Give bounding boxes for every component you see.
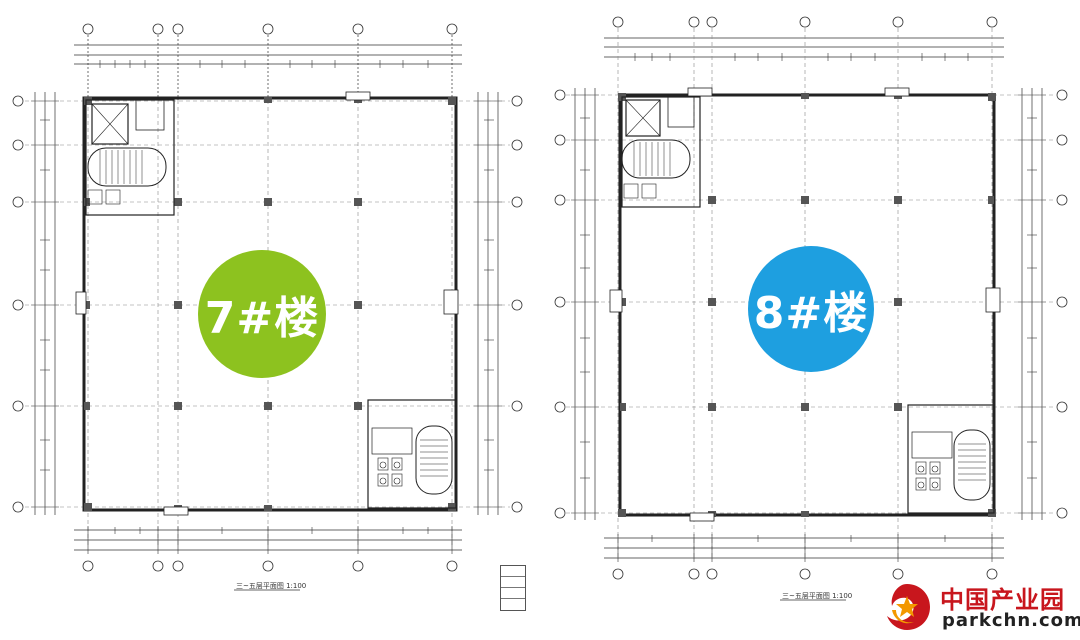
logo-domain: parkchn.com bbox=[942, 610, 1080, 631]
plan-7-stair-core-top bbox=[85, 99, 175, 216]
plan-7 bbox=[12, 23, 523, 591]
building-8-badge: 8#楼 bbox=[748, 246, 874, 372]
plan-8-title: 三~五层平面图 1:100 bbox=[782, 592, 853, 600]
plan-7-axis-bubbles-right bbox=[511, 95, 523, 513]
logo-name-cn: 中国产业园 bbox=[940, 586, 1065, 614]
plan-8-stair-core-bottom bbox=[907, 404, 995, 514]
plan-7-axis-bubbles-left bbox=[12, 95, 24, 513]
plan-8-axis-bubbles-left bbox=[554, 89, 566, 519]
plan-7-title: 三~五层平面图 1:100 bbox=[236, 582, 307, 590]
plan-8-axis-bubbles-right bbox=[1056, 89, 1068, 519]
building-7-badge: 7#楼 bbox=[198, 250, 326, 378]
plan-8-axis-bubbles-top bbox=[612, 16, 998, 28]
plan-7-axis-bubbles-bottom bbox=[82, 560, 458, 572]
plan-8 bbox=[554, 16, 1068, 601]
plan-7-axis-bubbles-top bbox=[82, 23, 458, 35]
plan-8-stair-core-top bbox=[621, 96, 701, 208]
plan-7-stair-core-bottom bbox=[367, 399, 457, 509]
plan-7-dimensions-top bbox=[74, 35, 462, 100]
legend-table bbox=[500, 565, 526, 611]
plan-8-axis-bubbles-bottom bbox=[612, 568, 998, 580]
site-logo: 中国产业园 parkchn.com bbox=[880, 578, 1080, 636]
star-swirl-icon bbox=[887, 584, 930, 630]
